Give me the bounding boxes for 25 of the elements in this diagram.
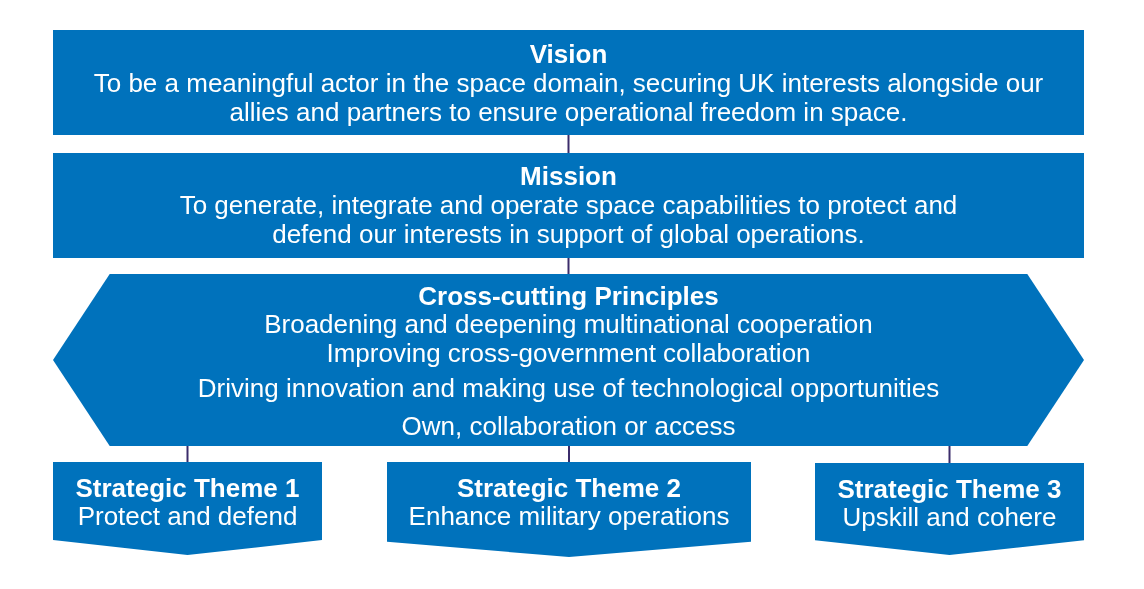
heading: Mission [520, 162, 617, 191]
body-text: To be a meaningful actor in the space domain, securing UK interests alongside our allies and partners to ensure operational freedom in space. [92, 69, 1045, 127]
connector-line [948, 445, 951, 464]
body-text: Upskill and cohere [842, 503, 1057, 531]
heading: Vision [529, 40, 608, 69]
heading: Strategic Theme 3 [837, 475, 1062, 503]
principle-text: Own, collaboration or access [401, 412, 736, 441]
principle-text: Driving innovation and making use of technological opportunities [197, 374, 940, 403]
connector-line [567, 257, 570, 275]
body-text: Enhance military operations [408, 502, 730, 530]
body-text: Protect and defend [77, 502, 298, 530]
connector-line [186, 445, 189, 463]
body-text: To generate, integrate and operate space capabilities to protect and defend our interests in support of global operations. [178, 191, 959, 249]
connector-line [568, 445, 570, 463]
theme-chevron [387, 462, 751, 557]
heading: Cross-cutting Principles [418, 282, 719, 311]
mission-box [53, 153, 1084, 258]
theme-chevron [53, 462, 322, 555]
heading: Strategic Theme 1 [75, 474, 300, 502]
heading: Strategic Theme 2 [457, 474, 681, 502]
principle-text: Improving cross-government collaboration [326, 339, 811, 368]
vision-box [53, 30, 1084, 135]
connector-line [567, 134, 570, 154]
theme-chevron [815, 463, 1084, 555]
principle-text: Broadening and deepening multinational cooperation [264, 310, 873, 339]
